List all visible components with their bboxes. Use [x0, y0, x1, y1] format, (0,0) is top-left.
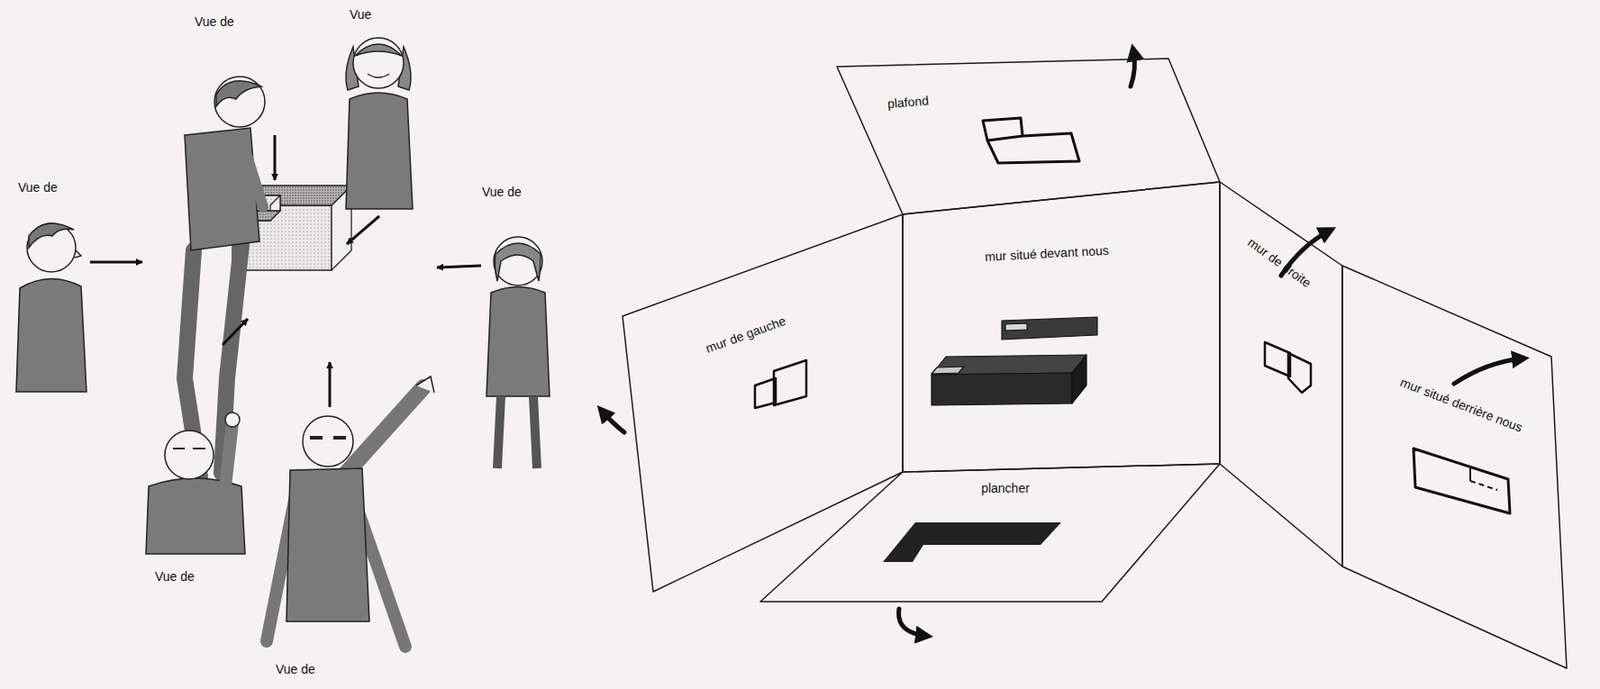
panel-shape [836, 58, 1220, 215]
view-front [931, 317, 1098, 406]
panel-outline [1219, 181, 1343, 567]
view-label: Vue [349, 7, 372, 22]
panel-shape [1342, 265, 1567, 669]
panel-shape [902, 181, 1220, 473]
view-arrow [90, 261, 143, 264]
wall-panel: mur de droite [1219, 181, 1343, 567]
fold-arrow [601, 50, 1523, 637]
view-back [1413, 448, 1510, 514]
view-arrow [328, 362, 332, 408]
view-label: Vue de [194, 14, 235, 29]
wall-panel: mur de gauche [622, 214, 903, 592]
child-right [486, 236, 550, 469]
panel-outline [622, 214, 903, 592]
view-label: Vue de [154, 569, 195, 584]
panel-label: mur de droite [1245, 236, 1314, 291]
panel-shape [760, 463, 1220, 602]
view-label: Vue de [481, 184, 522, 200]
panel-label: mur situé derrière nous [1398, 375, 1525, 436]
panel-outline [836, 58, 1220, 215]
wall-panel: plancher [760, 463, 1220, 602]
view-label: Vue de [18, 180, 58, 195]
wall-panel: mur situé derrière nous [1342, 265, 1567, 669]
panel-label: mur de gauche [703, 314, 788, 356]
child-left [16, 223, 87, 392]
adult-bottom-left [145, 412, 246, 555]
view-floor [882, 522, 1062, 563]
panel-label: plancher [981, 481, 1030, 496]
view-ceiling [982, 118, 1080, 164]
view-arrow [273, 135, 277, 181]
wall-panel: mur situé devant nous [902, 181, 1220, 473]
view-arrow [222, 318, 248, 346]
panel-outline [902, 181, 1220, 473]
child-top-right [345, 37, 413, 210]
child-bottom [266, 376, 435, 647]
panel-label: mur situé devant nous [984, 244, 1110, 265]
child-top [184, 76, 265, 478]
view-right [1264, 342, 1311, 393]
view-arrow [436, 265, 482, 268]
view-left [754, 360, 807, 409]
panel-shape [622, 214, 903, 592]
panel-shape [1219, 181, 1343, 567]
view-label: Vue de [275, 662, 316, 677]
wall-panel: plafond [836, 58, 1220, 215]
view-arrow [346, 216, 380, 245]
panel-outline [1342, 265, 1567, 669]
panel-label: plafond [886, 93, 929, 111]
